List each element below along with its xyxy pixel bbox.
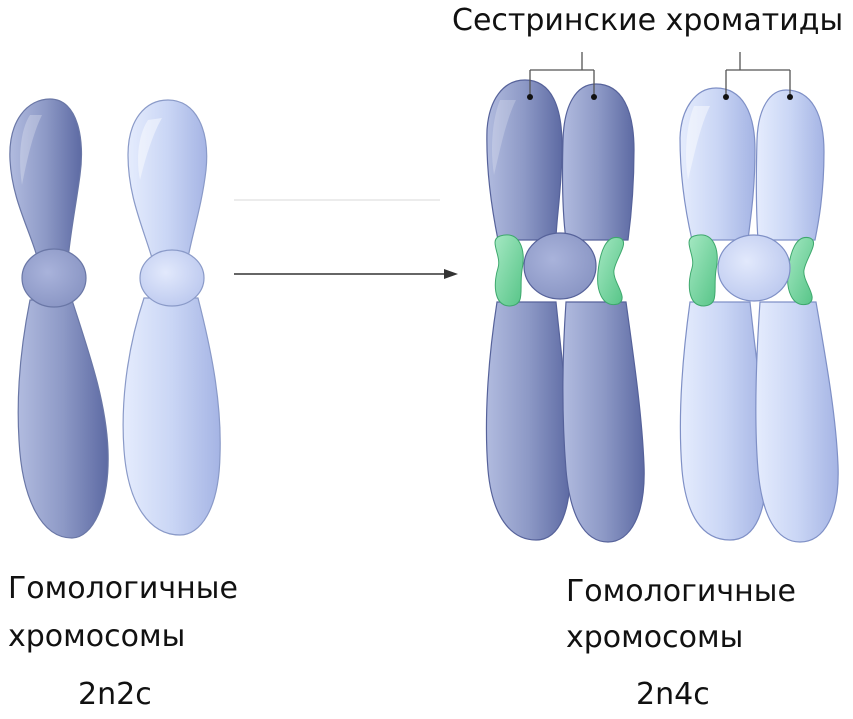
bracket-dot bbox=[787, 94, 793, 100]
sister-chromatid-bracket-light bbox=[726, 52, 790, 96]
left-caption-line2: хромосомы bbox=[8, 618, 238, 656]
dark-centromere bbox=[524, 233, 596, 299]
light-chromatid-2 bbox=[756, 90, 824, 240]
bracket-dot bbox=[723, 94, 729, 100]
left-caption-line1: Гомологичные bbox=[8, 570, 238, 608]
left-formula: 2n2c bbox=[78, 676, 152, 714]
dark-cohesin-right bbox=[598, 237, 624, 304]
right-formula: 2n4c bbox=[636, 676, 710, 714]
dark-chromatid-1 bbox=[487, 80, 562, 240]
left-caption: Гомологичные хромосомы bbox=[8, 570, 238, 656]
left-light-chromosome bbox=[123, 100, 220, 535]
sister-chromatids-label: Сестринские хроматиды bbox=[452, 2, 843, 40]
light-cohesin-right bbox=[788, 237, 814, 304]
right-caption: Гомологичные хромосомы bbox=[566, 573, 796, 657]
right-dark-chromosome bbox=[486, 80, 644, 542]
left-light-centromere bbox=[140, 250, 204, 306]
bracket-dot bbox=[591, 94, 597, 100]
light-centromere bbox=[718, 235, 790, 301]
left-dark-chromosome bbox=[10, 99, 108, 538]
right-light-chromosome bbox=[680, 88, 838, 542]
transition-arrow bbox=[234, 200, 458, 279]
left-dark-centromere bbox=[22, 249, 86, 307]
dark-chromatid-2 bbox=[562, 84, 634, 240]
dark-cohesin-left bbox=[495, 235, 523, 306]
right-caption-line2: хромосомы bbox=[566, 619, 796, 657]
light-cohesin-left bbox=[689, 235, 717, 306]
right-caption-line1: Гомологичные bbox=[566, 573, 796, 611]
bracket-dot bbox=[527, 94, 533, 100]
